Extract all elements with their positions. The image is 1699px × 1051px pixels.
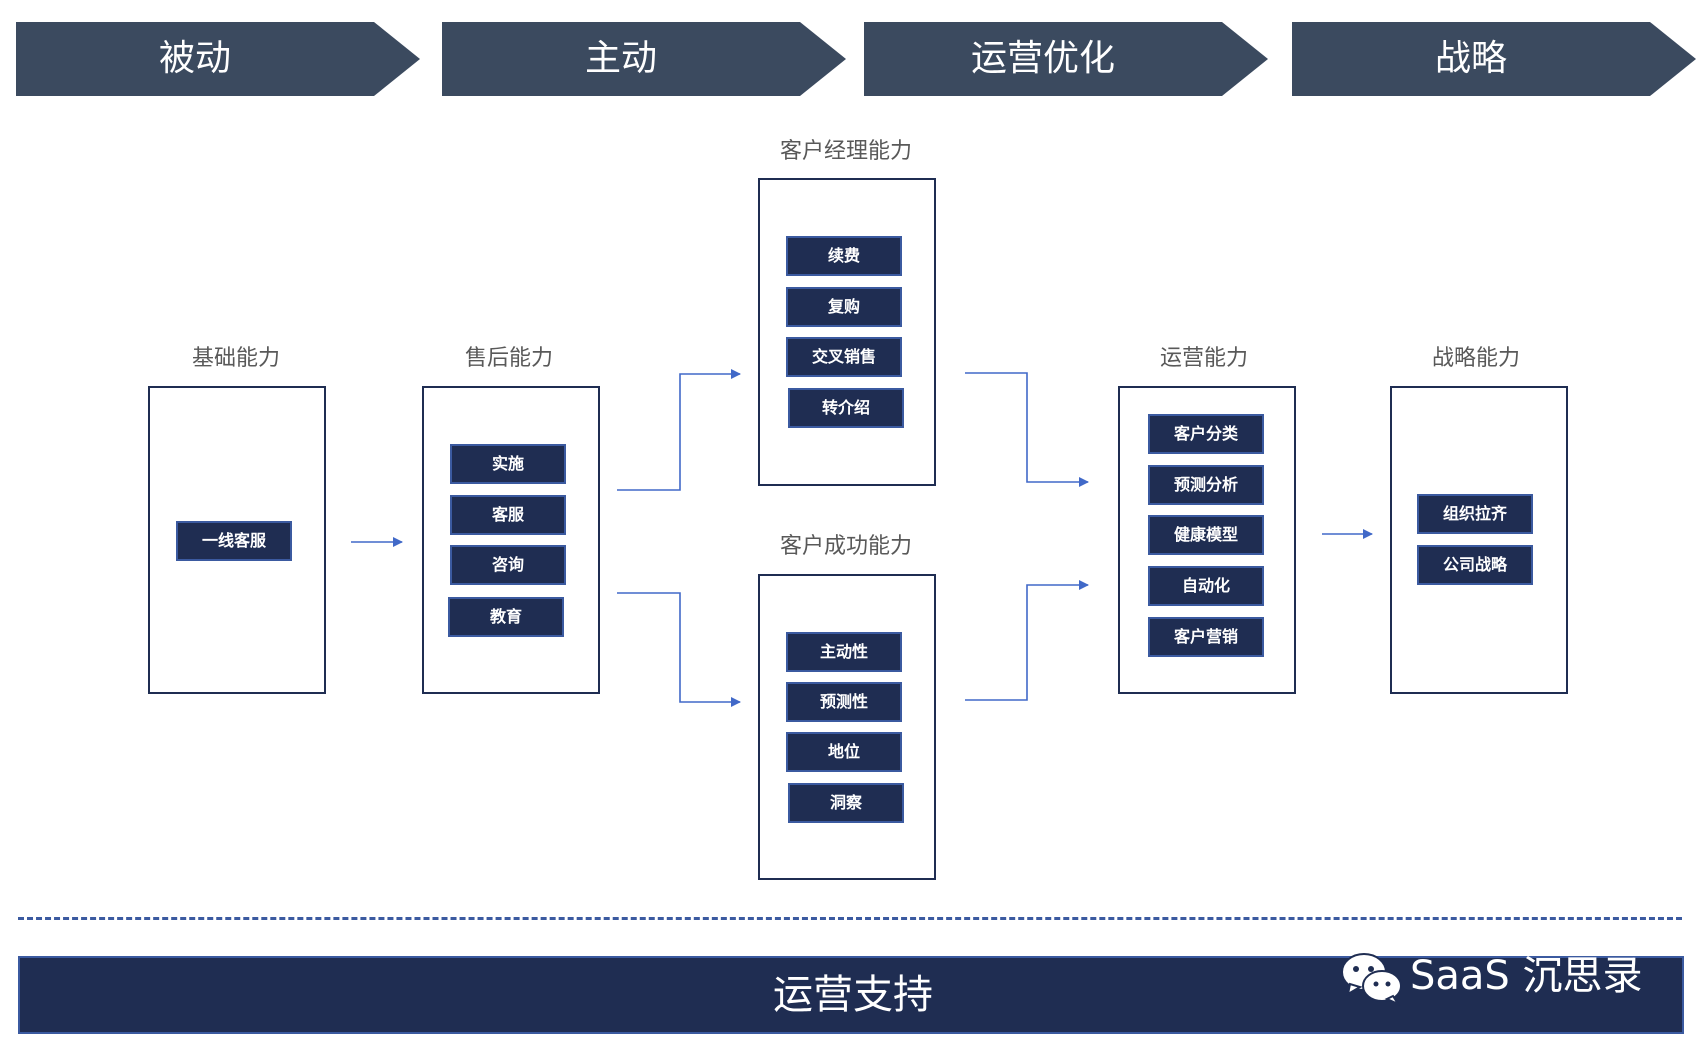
arrow-aftersales-to-success <box>617 592 741 707</box>
capability-item: 续费 <box>786 236 902 276</box>
arrow-account-to-operations <box>965 372 1089 487</box>
aftersales-capability-title: 售后能力 <box>464 346 553 371</box>
basic-capability-title: 基础能力 <box>191 346 280 371</box>
capability-item: 自动化 <box>1148 566 1264 606</box>
stage-active: 主动 <box>442 22 846 96</box>
capability-item: 健康模型 <box>1148 515 1264 555</box>
stage-strategy: 战略 <box>1292 22 1696 96</box>
capability-item: 转介绍 <box>788 388 904 428</box>
dashed-divider <box>18 917 1682 920</box>
stage-passive: 被动 <box>16 22 420 96</box>
capability-item: 客户分类 <box>1148 414 1264 454</box>
stage-chevron <box>1292 22 1696 96</box>
arrow-aftersales-to-account <box>617 369 741 491</box>
capability-item: 公司战略 <box>1417 545 1533 585</box>
stage-label: 运营优化 <box>970 38 1115 79</box>
account-manager-capability-box <box>758 178 936 486</box>
arrow-success-to-operations <box>965 580 1089 701</box>
capability-item: 复购 <box>786 287 902 327</box>
capability-item: 预测性 <box>786 682 902 722</box>
wechat-icon <box>1341 953 1402 1007</box>
capability-item: 洞察 <box>788 783 904 823</box>
brand-watermark: SaaS 沉思录 <box>1338 948 1643 1008</box>
operations-support-label: 运营支持 <box>773 972 933 1018</box>
capability-item: 预测分析 <box>1148 465 1264 505</box>
capability-item: 主动性 <box>786 632 902 672</box>
capability-item: 客户营销 <box>1148 617 1264 657</box>
brand-name: SaaS 沉思录 <box>1410 953 1643 999</box>
account-manager-capability-title: 客户经理能力 <box>779 139 912 164</box>
operations-capability-title: 运营能力 <box>1159 346 1248 371</box>
aftersales-capability-box <box>422 386 600 694</box>
customer-success-capability-box <box>758 574 936 880</box>
stage-chevron <box>442 22 846 96</box>
capability-item: 地位 <box>786 732 902 772</box>
stage-label: 主动 <box>584 38 657 79</box>
stage-chevron <box>864 22 1268 96</box>
stage-operations-optimization: 运营优化 <box>864 22 1268 96</box>
capability-item: 组织拉齐 <box>1417 494 1533 534</box>
stage-label: 战略 <box>1434 38 1507 79</box>
capability-item: 客服 <box>450 495 566 535</box>
operations-support-bar: 运营支持 <box>18 956 1684 1034</box>
capability-item: 教育 <box>448 597 564 637</box>
capability-item: 一线客服 <box>176 521 292 561</box>
capability-item: 实施 <box>450 444 566 484</box>
stage-label: 被动 <box>158 38 231 79</box>
strategy-capability-title: 战略能力 <box>1431 346 1520 371</box>
stage-chevron <box>16 22 420 96</box>
strategy-capability-box <box>1390 386 1568 694</box>
capability-item: 交叉销售 <box>786 337 902 377</box>
customer-success-capability-title: 客户成功能力 <box>779 534 912 559</box>
capability-item: 咨询 <box>450 545 566 585</box>
